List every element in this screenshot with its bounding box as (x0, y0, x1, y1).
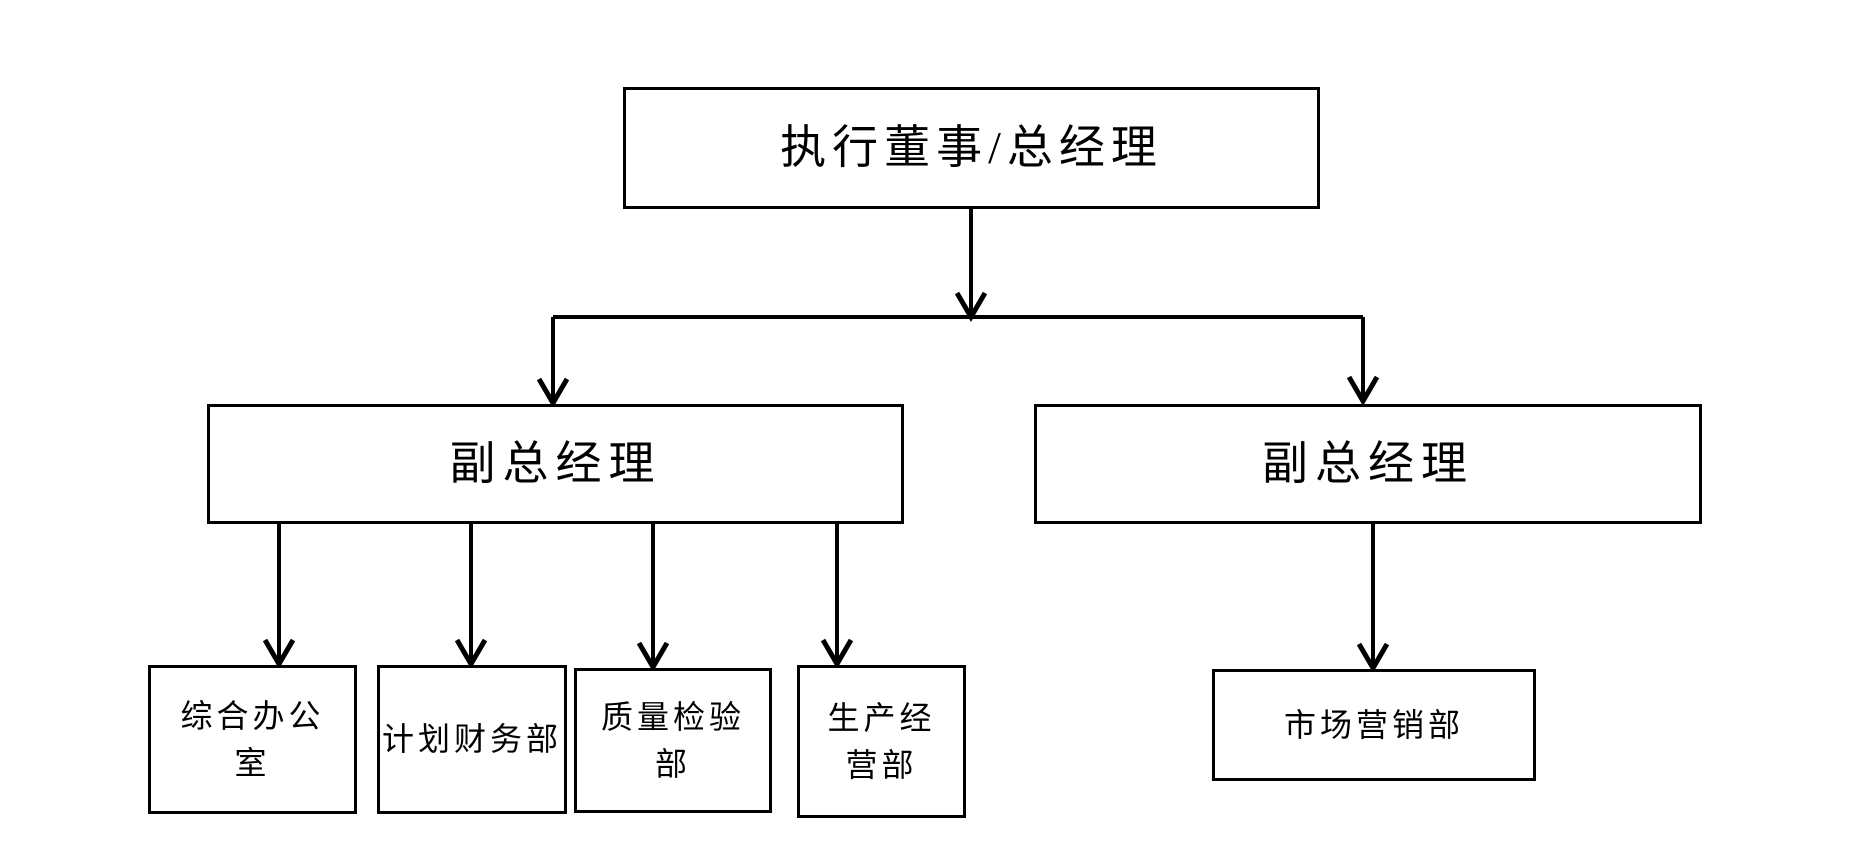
node-label: 副总经理 (449, 437, 662, 489)
node-general-office: 综合办公 室 (148, 665, 357, 814)
node-deputy-general-manager-left: 副总经理 (207, 404, 904, 524)
edge-deputy-left-to-general-office-arrow (262, 524, 296, 669)
node-label: 质量检验 部 (600, 699, 745, 782)
node-label: 生产经 营部 (827, 700, 936, 783)
node-quality-inspection-dept: 质量检验 部 (574, 668, 772, 813)
edge-deputy-left-to-planning-finance-arrow (454, 524, 488, 669)
node-label: 副总经理 (1262, 437, 1474, 489)
node-label: 计划财务部 (381, 721, 562, 758)
edge-root-to-junction-arrow (954, 209, 988, 322)
edge-deputy-left-to-quality-inspection-arrow (636, 524, 670, 672)
node-production-operation-dept: 生产经 营部 (797, 665, 966, 818)
node-planning-finance-dept: 计划财务部 (377, 665, 567, 814)
node-label: 综合办公 室 (180, 698, 325, 781)
edge-junction-to-deputy-right-arrow (1346, 317, 1380, 406)
edge-deputy-right-to-marketing-arrow (1356, 524, 1390, 673)
edge-deputy-left-to-production-operation-arrow (820, 524, 854, 669)
node-label: 市场营销部 (1283, 706, 1464, 743)
edge-junction-to-deputy-left-arrow (536, 317, 570, 408)
node-label: 执行董事/总经理 (780, 121, 1163, 173)
node-deputy-general-manager-right: 副总经理 (1034, 404, 1702, 524)
node-executive-director-general-manager: 执行董事/总经理 (623, 87, 1320, 209)
node-marketing-dept: 市场营销部 (1212, 669, 1536, 781)
